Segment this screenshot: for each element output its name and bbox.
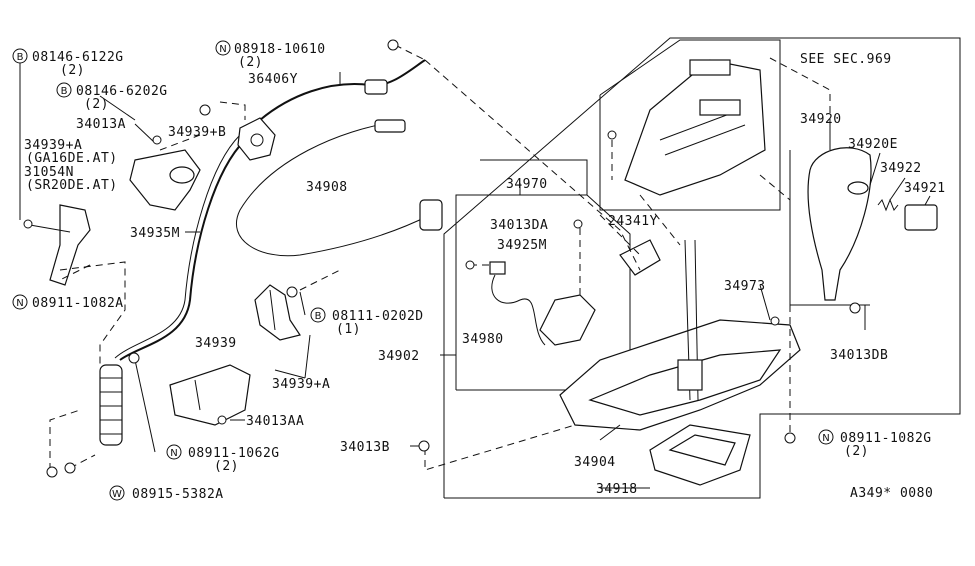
nut-symbol-1: N bbox=[215, 40, 231, 56]
label-n3-num: 08911-1062G bbox=[188, 446, 280, 461]
bracket-34939a-mid bbox=[254, 284, 301, 341]
fastener-34013a bbox=[152, 135, 162, 145]
label-24341y: 24341Y bbox=[608, 214, 658, 229]
label-n4-qty: (2) bbox=[844, 444, 869, 459]
label-34970: 34970 bbox=[506, 177, 548, 192]
frame-34970-top bbox=[480, 159, 588, 195]
indicator-see-sec-969 bbox=[624, 59, 766, 196]
label-b1-qty: (2) bbox=[60, 63, 85, 78]
frame-see-sec bbox=[599, 39, 781, 211]
label-34013aa: 34013AA bbox=[246, 414, 304, 429]
label-34902: 34902 bbox=[378, 349, 420, 364]
fastener-34973 bbox=[770, 316, 780, 326]
fastener-w1 bbox=[64, 462, 76, 474]
label-34918: 34918 bbox=[596, 482, 638, 497]
label-b1-num: 08146-6122G bbox=[32, 50, 124, 65]
label-n3-qty: (2) bbox=[214, 459, 239, 474]
nut-symbol-3-letter: N bbox=[170, 448, 177, 459]
bracket-34939 bbox=[169, 364, 251, 426]
label-34925m: 34925M bbox=[497, 238, 547, 253]
label-34908: 34908 bbox=[306, 180, 348, 195]
cable-34908 bbox=[236, 59, 443, 257]
label-34939b: 34939+B bbox=[168, 125, 226, 140]
fastener-34925m bbox=[465, 260, 475, 270]
nut-symbol-2-letter: N bbox=[16, 298, 23, 309]
fastener-34013aa bbox=[217, 415, 227, 425]
nut-symbol-4: N bbox=[818, 429, 834, 445]
spring-34922 bbox=[877, 198, 899, 212]
knob-34920 bbox=[807, 147, 872, 301]
label-34939a-mid: 34939+A bbox=[272, 377, 330, 392]
cable-bracket-34939b bbox=[237, 117, 276, 161]
label-34920e: 34920E bbox=[848, 137, 898, 152]
bracket-31054n bbox=[23, 204, 91, 286]
label-b2-num: 08146-6202G bbox=[76, 84, 168, 99]
label-34939: 34939 bbox=[195, 336, 237, 351]
nut-symbol-4-letter: N bbox=[822, 433, 829, 444]
label-34013b: 34013B bbox=[340, 440, 390, 455]
washer-symbol-1: W bbox=[109, 485, 125, 501]
nut-symbol-2: N bbox=[12, 294, 28, 310]
fastener-34013da bbox=[573, 219, 583, 229]
label-ref-code: A349* 0080 bbox=[850, 486, 933, 501]
label-b2-qty: (2) bbox=[84, 97, 109, 112]
bolt-symbol-3: B bbox=[310, 307, 326, 323]
label-see-sec: SEE SEC.969 bbox=[800, 52, 892, 67]
bolt-symbol-2-letter: B bbox=[61, 86, 68, 97]
label-ga16de: (GA16DE.AT) bbox=[26, 151, 118, 166]
button-34921 bbox=[904, 204, 938, 231]
label-34013db: 34013DB bbox=[830, 348, 888, 363]
fastener-b3 bbox=[286, 286, 298, 298]
switch-34970 bbox=[539, 239, 661, 346]
label-34935m: 34935M bbox=[130, 226, 180, 241]
fastener-n2b bbox=[46, 466, 58, 478]
label-34980: 34980 bbox=[462, 332, 504, 347]
label-n1-qty: (2) bbox=[238, 55, 263, 70]
label-sr20de: (SR20DE.AT) bbox=[26, 178, 118, 193]
label-w1-num: 08915-5382A bbox=[132, 487, 224, 502]
label-b3-num: 08111-0202D bbox=[332, 309, 424, 324]
bolt-symbol-1: B bbox=[12, 48, 28, 64]
fastener-34013db bbox=[849, 302, 861, 314]
label-34013a: 34013A bbox=[76, 117, 126, 132]
washer-symbol-1-letter: W bbox=[112, 489, 122, 500]
fastener-n1 bbox=[387, 39, 399, 51]
label-34973: 34973 bbox=[724, 279, 766, 294]
main-frame bbox=[443, 37, 961, 499]
fastener-n3 bbox=[128, 352, 140, 364]
fastener-34013b bbox=[418, 440, 430, 452]
bolt-symbol-1-letter: B bbox=[17, 52, 24, 63]
nut-symbol-1-letter: N bbox=[219, 44, 226, 55]
harness-34980 bbox=[489, 261, 546, 346]
label-31054n: 31054N bbox=[24, 165, 74, 180]
label-34939a-top: 34939+A bbox=[24, 138, 82, 153]
cover-34918 bbox=[649, 424, 751, 486]
fastener-b2 bbox=[199, 104, 211, 116]
label-34922: 34922 bbox=[880, 161, 922, 176]
cable-34935m bbox=[99, 134, 246, 446]
label-n4-num: 08911-1082G bbox=[840, 431, 932, 446]
label-b3-qty: (1) bbox=[336, 322, 361, 337]
label-34013da: 34013DA bbox=[490, 218, 548, 233]
label-34920: 34920 bbox=[800, 112, 842, 127]
label-36406y: 36406Y bbox=[248, 72, 298, 87]
fastener-n4 bbox=[784, 432, 796, 444]
label-34921: 34921 bbox=[904, 181, 946, 196]
label-n1-num: 08918-10610 bbox=[234, 42, 326, 57]
bolt-symbol-3-letter: B bbox=[315, 311, 322, 322]
label-n2-num: 08911-1082A bbox=[32, 296, 124, 311]
shifter-base-34902 bbox=[559, 239, 801, 431]
bolt-symbol-2: B bbox=[56, 82, 72, 98]
bracket-34939-a-top bbox=[129, 149, 201, 211]
nut-symbol-3: N bbox=[166, 444, 182, 460]
fastener-sec969 bbox=[607, 130, 617, 140]
label-34904: 34904 bbox=[574, 455, 616, 470]
